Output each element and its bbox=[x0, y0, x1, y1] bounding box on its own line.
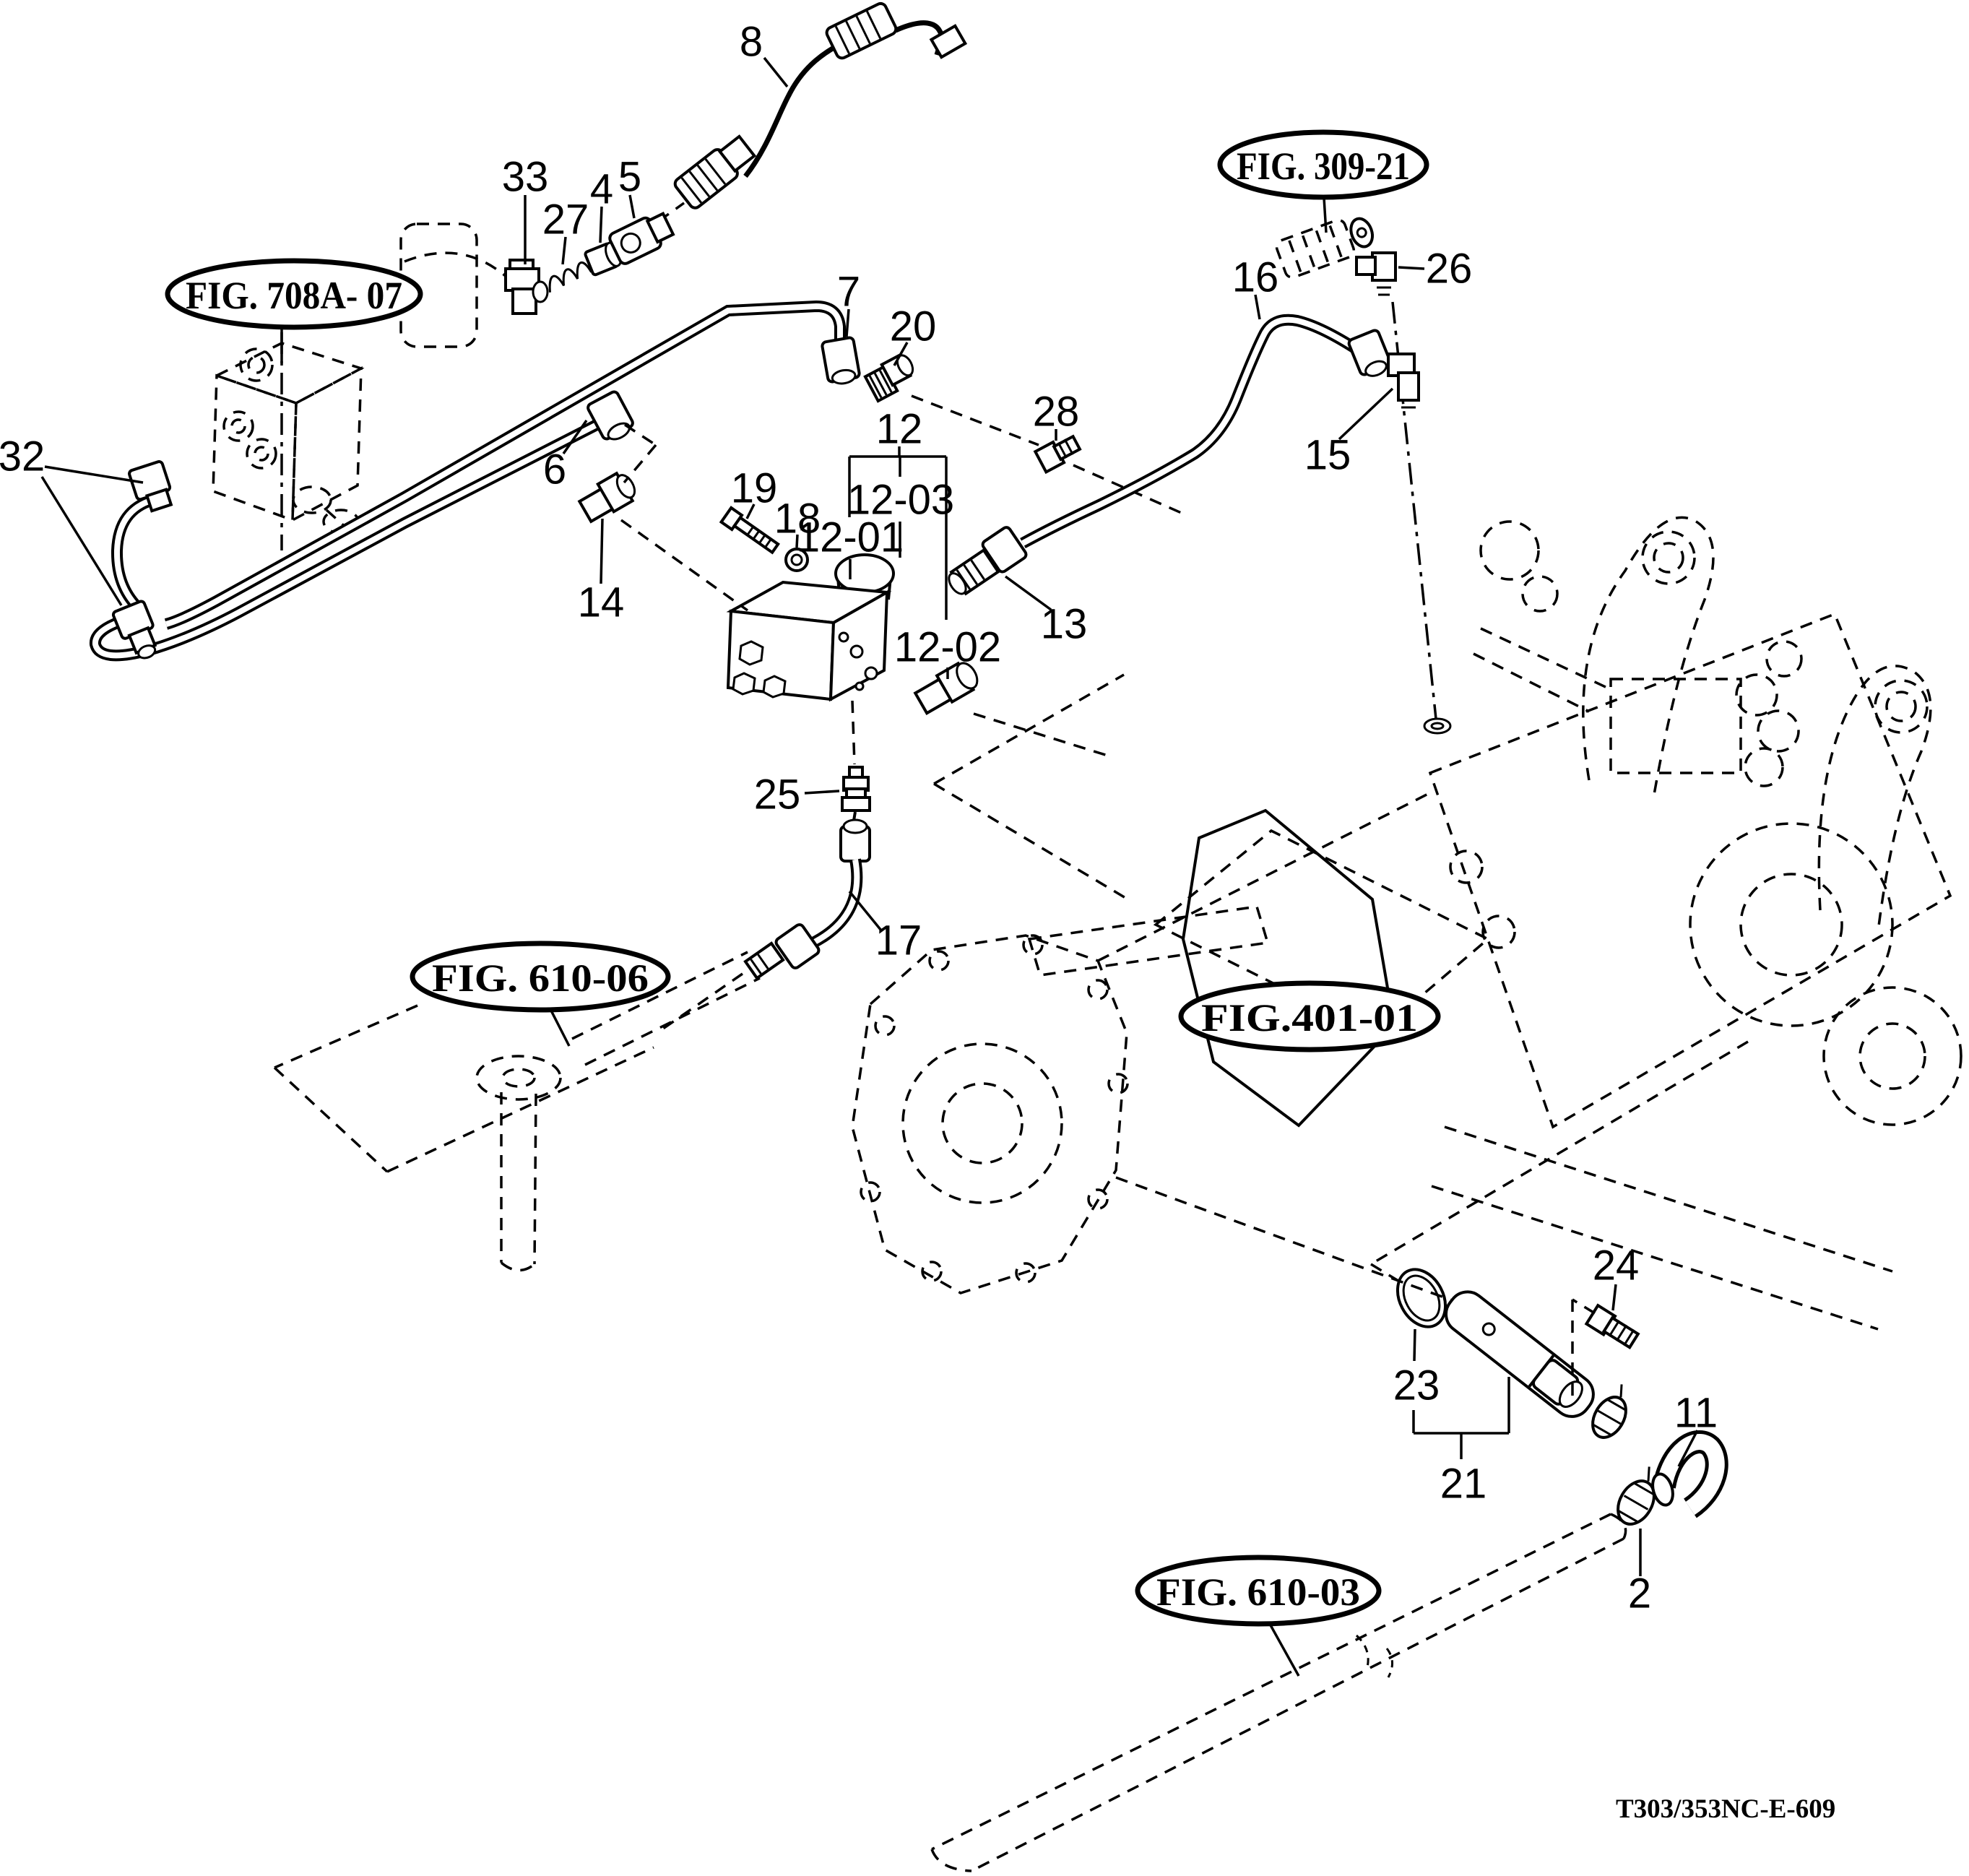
callout-15: 15 bbox=[1304, 432, 1351, 479]
hose-clamp-upper-drawing bbox=[1591, 1384, 1627, 1439]
fitting-5-drawing bbox=[608, 212, 675, 265]
callout-12-01: 12-01 bbox=[797, 514, 904, 561]
washer-18-drawing bbox=[784, 548, 809, 572]
fitting-13-drawing bbox=[948, 526, 1028, 596]
callouts: 8 33 27 4 5 7 20 16 26 28 15 32 6 14 19 … bbox=[0, 19, 1718, 1617]
callout-32: 32 bbox=[0, 433, 45, 480]
hydraulic-block-12-drawing bbox=[726, 553, 895, 702]
assembly-axes-6-14-12 bbox=[620, 423, 749, 612]
filter-fig309-drawing bbox=[1275, 217, 1375, 279]
spring-27-drawing bbox=[548, 261, 592, 293]
elbow-26-drawing bbox=[1355, 251, 1397, 296]
callout-33: 33 bbox=[502, 154, 549, 201]
bolt-19-drawing bbox=[719, 506, 780, 555]
fig-708a-07-label: FIG. 708A- 07 bbox=[186, 274, 402, 317]
hose-clamp-2-drawing bbox=[1617, 1466, 1656, 1526]
callout-23: 23 bbox=[1393, 1362, 1440, 1409]
fig-ref-610-03: FIG. 610-03 bbox=[1135, 1555, 1382, 1677]
fig-610-06-ellipse bbox=[410, 941, 671, 1013]
callout-25: 25 bbox=[754, 771, 801, 818]
fig-401-01-ellipse bbox=[1178, 980, 1441, 1052]
pipe-fig610-03-drawing bbox=[930, 1513, 1627, 1872]
tube-21-drawing bbox=[1445, 1290, 1595, 1418]
assembly-axis-24 bbox=[1571, 1298, 1596, 1400]
callout-12-02: 12-02 bbox=[894, 624, 1001, 671]
callout-2: 2 bbox=[1628, 1570, 1651, 1617]
callout-21: 21 bbox=[1440, 1461, 1487, 1508]
plate-drawing-fig401 bbox=[1181, 808, 1396, 1128]
callout-5: 5 bbox=[618, 154, 641, 201]
callout-23-21-bracket bbox=[1412, 1328, 1510, 1459]
exploded-view-construction-lines bbox=[933, 673, 1749, 1286]
fig-309-21-label: FIG. 309-21 bbox=[1237, 144, 1410, 188]
assembly-axis-20-28 bbox=[911, 394, 1039, 446]
callout-7: 7 bbox=[837, 269, 860, 316]
callout-12: 12 bbox=[876, 406, 923, 453]
transmission-housing-drawing bbox=[851, 790, 1491, 1302]
callout-11: 11 bbox=[1674, 1390, 1718, 1437]
fig-ref-309-21: FIG. 309-21 bbox=[1217, 129, 1429, 233]
callout-12-bracket bbox=[848, 446, 949, 679]
fig-610-06-label: FIG. 610-06 bbox=[432, 956, 649, 1000]
callout-12-03: 12-03 bbox=[847, 477, 954, 524]
pipe-7-drawing bbox=[164, 300, 861, 630]
hose-8-drawing bbox=[657, 1, 968, 222]
fig-ref-610-06: FIG. 610-06 bbox=[410, 941, 671, 1047]
callout-24: 24 bbox=[1593, 1242, 1640, 1289]
fig-401-01-label: FIG.401-01 bbox=[1201, 996, 1418, 1039]
callout-28: 28 bbox=[1033, 389, 1080, 436]
fig-309-21-ellipse bbox=[1217, 129, 1429, 200]
pipe-17-drawing bbox=[662, 818, 871, 1030]
fig-ref-401-01: FIG.401-01 bbox=[1178, 980, 1441, 1052]
engine-assembly-drawing bbox=[1428, 516, 1962, 1331]
drawing-number: T303/353NC-E-609 bbox=[1616, 1794, 1835, 1824]
callout-26: 26 bbox=[1426, 246, 1473, 293]
callout-16: 16 bbox=[1232, 254, 1279, 301]
callout-14: 14 bbox=[578, 579, 625, 626]
elbow-15-drawing bbox=[1387, 353, 1420, 409]
fig-ref-708a-07: FIG. 708A- 07 bbox=[165, 258, 423, 363]
oring-23-drawing bbox=[1395, 1268, 1447, 1328]
fitting-33-drawing bbox=[504, 259, 549, 315]
fig-610-03-ellipse bbox=[1135, 1555, 1382, 1627]
pipe-6-drawing bbox=[90, 390, 634, 662]
callout-17: 17 bbox=[875, 917, 922, 964]
callout-4: 4 bbox=[590, 166, 613, 213]
callout-8: 8 bbox=[740, 19, 763, 66]
fitting-14-drawing bbox=[577, 471, 636, 524]
callout-20: 20 bbox=[890, 303, 937, 350]
hose-11-drawing bbox=[1651, 1430, 1728, 1518]
bolt-28-drawing bbox=[1033, 434, 1082, 475]
callout-27: 27 bbox=[542, 196, 589, 243]
pipe-32-drawing bbox=[111, 460, 173, 660]
callout-6: 6 bbox=[543, 446, 566, 493]
fitting-20-drawing bbox=[863, 353, 914, 403]
callout-18: 18 bbox=[774, 496, 821, 543]
suction-path-fig610-06-drawing bbox=[273, 951, 761, 1272]
fig-610-03-label: FIG. 610-03 bbox=[1156, 1570, 1360, 1614]
callout-19: 19 bbox=[731, 465, 778, 512]
fig-708a-07-ellipse bbox=[165, 258, 423, 330]
pipe-16-drawing bbox=[1020, 314, 1392, 549]
fitting-25-drawing bbox=[841, 700, 871, 826]
callout-13: 13 bbox=[1041, 601, 1088, 648]
